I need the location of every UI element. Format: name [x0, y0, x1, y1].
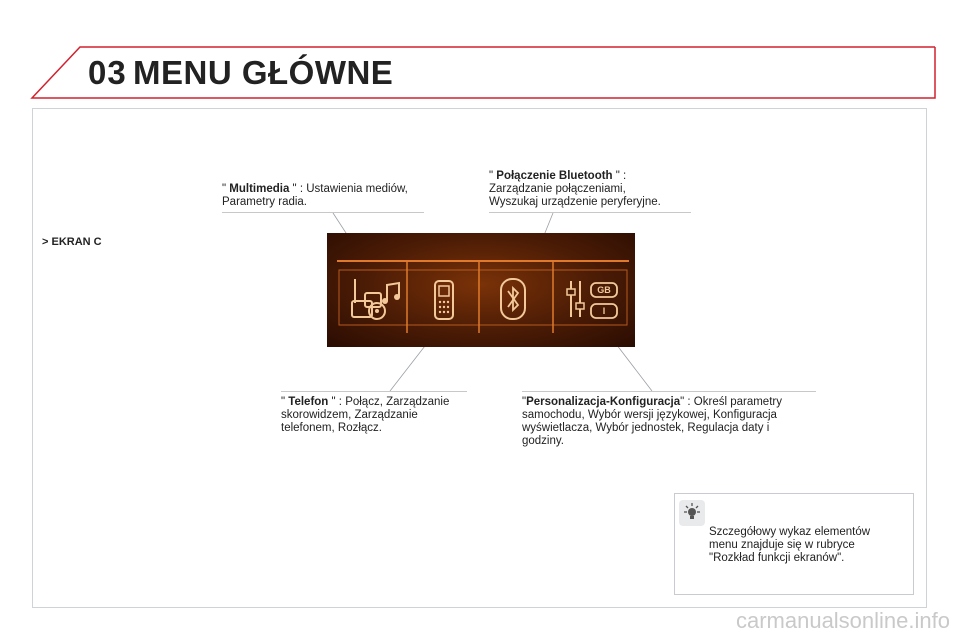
page-title: MENU GŁÓWNE — [133, 54, 394, 91]
chapter-number: 03 — [88, 54, 127, 91]
callout-personalizacja-label: Personalizacja-Konfiguracja — [526, 396, 681, 408]
callout-underline — [222, 212, 424, 213]
language-badge-gb: GB — [597, 285, 611, 295]
callout-bluetooth: " Połączenie Bluetooth " : Zarządzanie p… — [489, 170, 661, 208]
settings-icon — [566, 281, 618, 319]
display-screen: GB I — [327, 233, 635, 347]
language-badge-i: I — [602, 306, 606, 316]
note-text: Szczegółowy wykaz elementów menu znajduj… — [709, 526, 871, 564]
display-screen-graphics — [337, 260, 629, 333]
header-frame — [30, 46, 936, 99]
watermark: carmanualsonline.info — [735, 608, 950, 633]
bluetooth-icon — [500, 278, 526, 320]
callout-multimedia-label: Multimedia — [229, 183, 290, 195]
section-label: > EKRAN C — [42, 236, 102, 248]
note-box — [674, 493, 914, 595]
callout-personalizacja: "Personalizacja-Konfiguracja" : Określ p… — [522, 396, 782, 447]
multimedia-icon — [351, 279, 400, 320]
callout-underline — [522, 391, 816, 392]
callout-underline — [281, 391, 467, 392]
callout-telefon: " Telefon " : Połącz, Zarządzanie skorow… — [281, 396, 450, 434]
content-frame — [32, 108, 927, 608]
callout-telefon-label: Telefon — [288, 396, 329, 408]
callout-multimedia: " Multimedia " : Ustawienia mediów, Para… — [222, 183, 408, 208]
callout-bluetooth-label: Połączenie Bluetooth — [496, 170, 613, 182]
phone-icon — [434, 280, 454, 320]
callout-underline — [489, 212, 691, 213]
lightbulb-icon — [679, 500, 705, 526]
